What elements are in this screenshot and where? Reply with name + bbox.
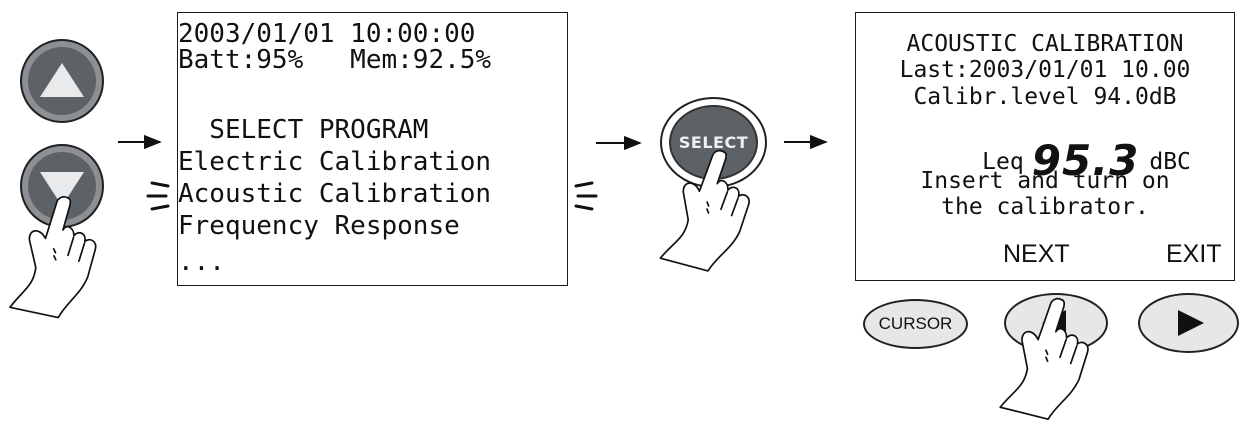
calibration-title: ACOUSTIC CALIBRATION bbox=[906, 31, 1184, 57]
down-arrow-icon bbox=[40, 172, 84, 206]
acoustic-calibration-screen: ACOUSTIC CALIBRATION Last:2003/01/01 10.… bbox=[855, 12, 1235, 281]
highlight-marks-right bbox=[574, 181, 598, 211]
last-calibration-date: Last:2003/01/01 10.00 bbox=[899, 57, 1191, 83]
exit-softkey-button[interactable] bbox=[1138, 293, 1239, 353]
datetime-line: 2003/01/01 10:00:00 bbox=[178, 19, 476, 49]
status-line: Batt:95% Mem:92.5% bbox=[178, 45, 492, 75]
select-button-label: SELECT bbox=[678, 133, 749, 152]
softkey-exit-label: EXIT bbox=[1166, 240, 1222, 268]
right-arrow-icon bbox=[1178, 310, 1204, 336]
cursor-button-label: CURSOR bbox=[878, 314, 953, 333]
left-arrow-icon bbox=[1042, 310, 1066, 336]
leq-unit: dBC bbox=[1149, 149, 1191, 175]
instruction-line-1: Insert and turn on bbox=[920, 168, 1170, 194]
up-button[interactable] bbox=[20, 39, 104, 123]
calibration-level: Calibr.level 94.0dB bbox=[913, 84, 1177, 110]
program-menu-screen: 2003/01/01 10:00:00 Batt:95% Mem:92.5% S… bbox=[177, 12, 568, 286]
down-button[interactable] bbox=[20, 144, 104, 228]
cursor-button[interactable]: CURSOR bbox=[863, 299, 968, 349]
next-softkey-button[interactable] bbox=[1004, 293, 1108, 353]
menu-item-electric-calibration[interactable]: Electric Calibration bbox=[178, 147, 492, 177]
up-arrow-icon bbox=[40, 63, 84, 97]
leq-label: Leq bbox=[982, 149, 1024, 175]
menu-title: SELECT PROGRAM bbox=[178, 115, 429, 145]
instruction-line-2: the calibrator. bbox=[941, 194, 1149, 220]
select-button[interactable]: SELECT bbox=[660, 97, 767, 188]
softkey-next-label: NEXT bbox=[1003, 240, 1070, 268]
highlight-marks-left bbox=[146, 181, 170, 211]
menu-more-ellipsis: ... bbox=[178, 247, 225, 277]
menu-item-frequency-response[interactable]: Frequency Response bbox=[178, 211, 460, 241]
menu-item-acoustic-calibration[interactable]: Acoustic Calibration bbox=[178, 179, 492, 209]
